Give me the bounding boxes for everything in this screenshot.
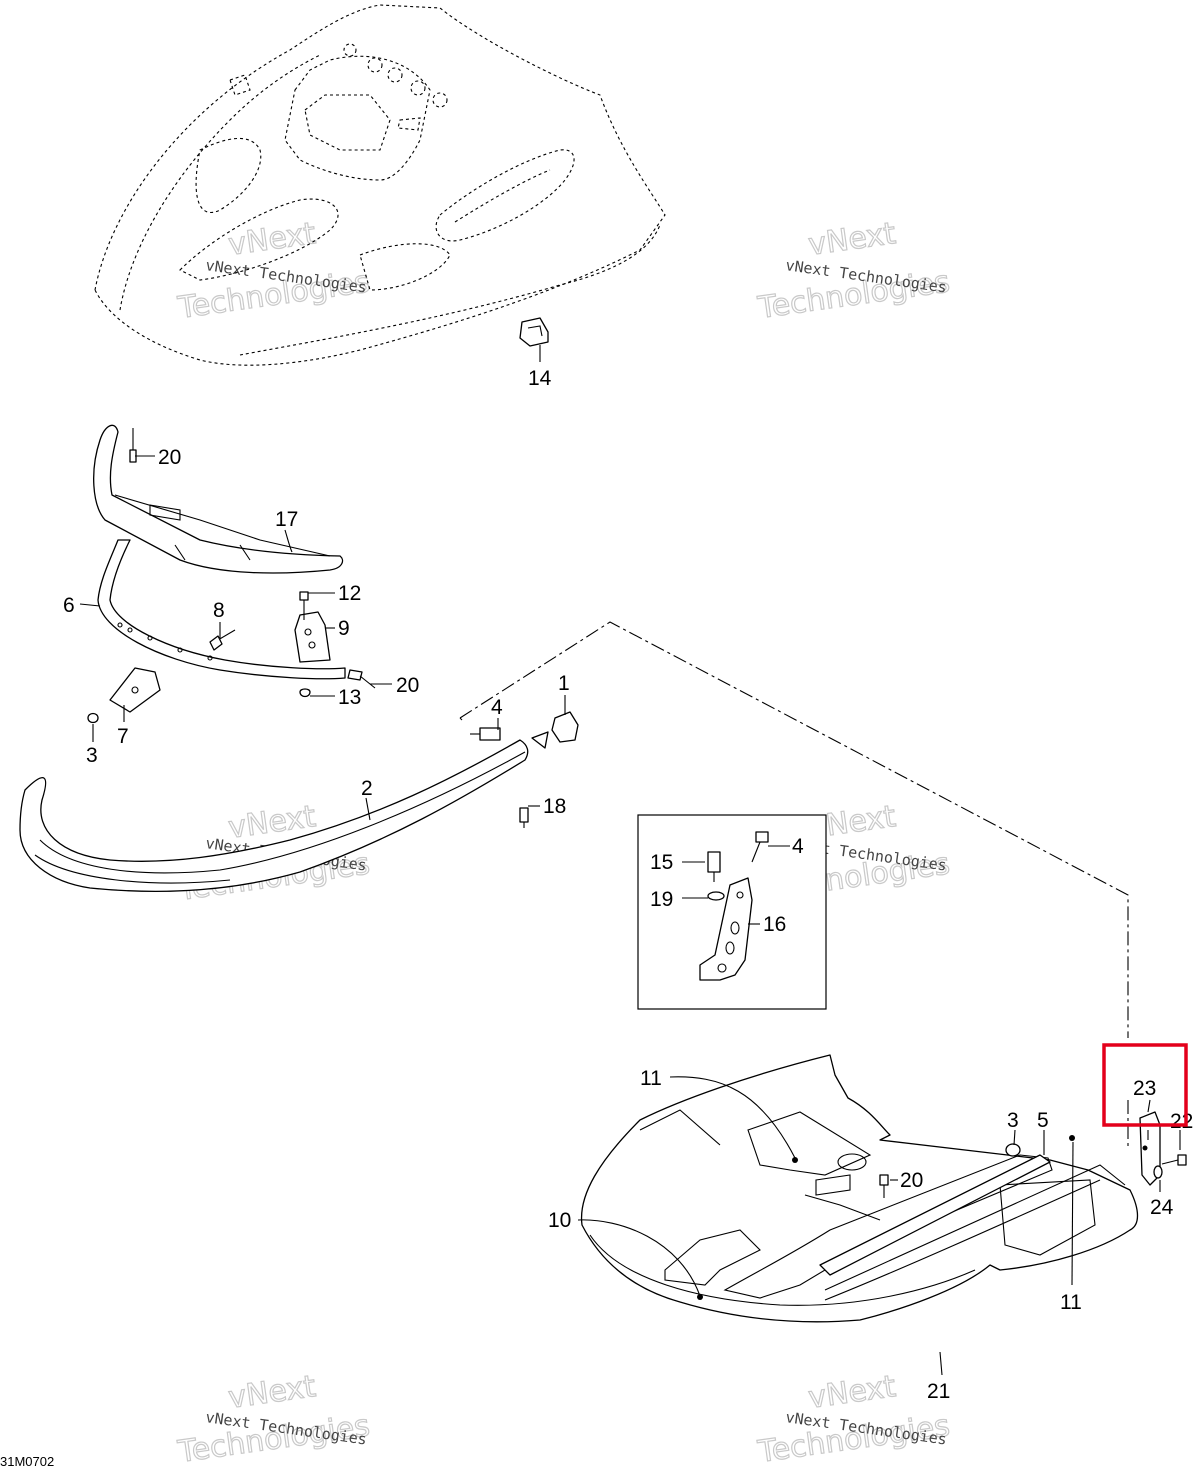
part-6-bumper-frame <box>97 539 346 680</box>
figure-code: 31M0702 <box>0 1454 54 1468</box>
callout-19: 19 <box>650 888 673 911</box>
callout-2: 2 <box>361 777 373 800</box>
callout-20-top: 20 <box>158 446 181 469</box>
watermark-bottom-right: vNext Technologies vNext Technologies <box>755 1368 953 1468</box>
part-20-pin-lower <box>879 1174 889 1198</box>
callout-20-bottom: 20 <box>900 1169 923 1192</box>
watermark-outline: vNext <box>806 1369 898 1416</box>
part-3-nut-lower <box>1005 1143 1021 1157</box>
callout-16: 16 <box>763 913 786 936</box>
callout-3-left: 3 <box>86 744 98 767</box>
callout-6: 6 <box>63 594 75 617</box>
watermark-top-right: vNext Technologies vNext Technologies <box>755 215 953 326</box>
callout-4-left: 4 <box>491 696 503 719</box>
watermark-outline: vNext <box>226 1369 318 1416</box>
callout-1: 1 <box>558 672 570 695</box>
callout-5: 5 <box>1037 1109 1049 1132</box>
callout-12: 12 <box>338 582 361 605</box>
watermark-outline: vNext <box>806 216 898 263</box>
hood-outline <box>94 4 666 366</box>
callout-21: 21 <box>927 1380 950 1403</box>
callout-24: 24 <box>1150 1196 1174 1219</box>
part-9-bracket <box>294 611 331 663</box>
callout-3-right: 3 <box>1007 1109 1019 1132</box>
callout-8: 8 <box>213 599 225 622</box>
callout-20-mid: 20 <box>396 674 419 697</box>
highlight-box-part-23[interactable] <box>1102 1043 1188 1127</box>
callout-7: 7 <box>117 725 129 748</box>
part-2-bumper <box>19 739 529 893</box>
fasteners-upper <box>87 428 529 828</box>
part-17-upper-trim <box>93 424 344 574</box>
leader-lines <box>79 345 1181 1376</box>
part-21-belly-pan <box>580 1054 1139 1323</box>
watermark-top-left: vNext Technologies vNext Technologies <box>175 215 373 326</box>
callout-11-bottom: 11 <box>1060 1291 1082 1314</box>
callout-15: 15 <box>650 851 673 874</box>
detail-box <box>637 814 827 1010</box>
callout-4-detail: 4 <box>792 835 804 858</box>
callout-labels: 14 20 17 6 8 12 9 20 13 7 3 1 4 2 18 15 … <box>63 367 1193 1403</box>
callout-17: 17 <box>275 508 298 531</box>
callout-13: 13 <box>338 686 361 709</box>
part-5-rail <box>819 1154 1051 1276</box>
part-22-bolt <box>1161 1154 1187 1166</box>
part-7-bracket <box>109 667 161 713</box>
callout-9: 9 <box>338 617 350 640</box>
part-1-clip <box>531 711 579 749</box>
watermark-bottom-left: vNext Technologies vNext Technologies <box>175 1368 373 1468</box>
watermark-outline: vNext <box>226 216 318 263</box>
callout-11-top: 11 <box>640 1067 662 1090</box>
callout-18: 18 <box>543 795 566 818</box>
part-14-clip <box>519 317 549 347</box>
callout-22: 22 <box>1170 1110 1193 1133</box>
callout-23: 23 <box>1133 1077 1156 1100</box>
callout-10: 10 <box>548 1209 571 1232</box>
part-24-washer <box>1153 1165 1163 1179</box>
callout-14: 14 <box>528 367 552 390</box>
